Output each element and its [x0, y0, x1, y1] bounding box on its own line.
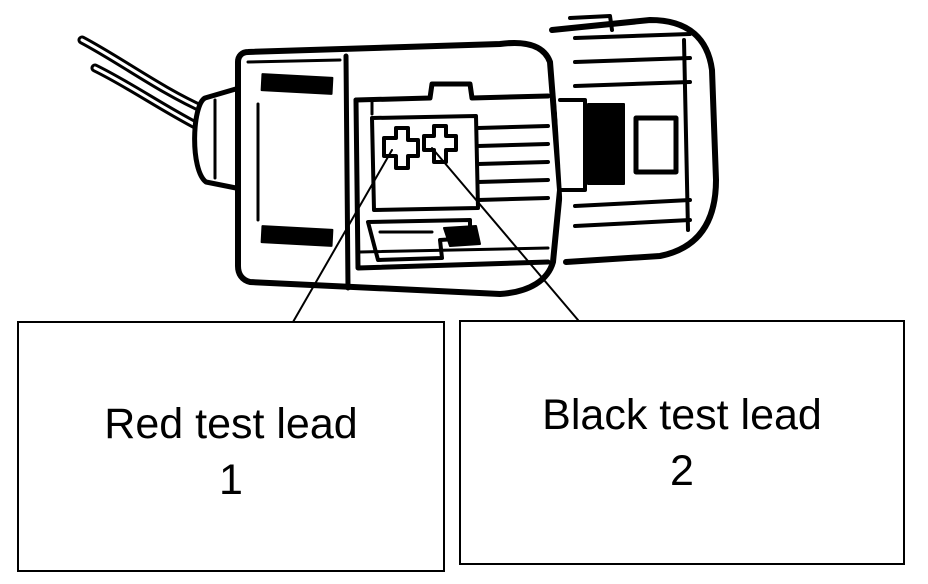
wire-harness: [77, 35, 210, 135]
red-test-lead-number: 1: [219, 455, 243, 504]
connector-boot: [192, 83, 249, 193]
red-test-lead-label: Red test lead 1: [17, 321, 445, 572]
black-test-lead-title: Black test lead: [542, 390, 822, 439]
black-test-lead-number: 2: [670, 446, 694, 495]
leader-line-red: [292, 149, 393, 323]
connector-housing: [235, 40, 563, 297]
locking-lever: [549, 14, 719, 265]
black-test-lead-label: Black test lead 2: [459, 320, 905, 565]
red-test-lead-title: Red test lead: [104, 399, 358, 448]
leader-line-black: [431, 147, 579, 321]
